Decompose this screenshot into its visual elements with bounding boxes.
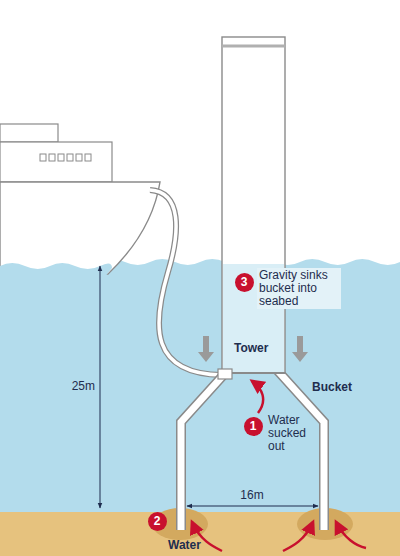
ship	[0, 124, 160, 278]
dimension: 16m	[240, 489, 263, 502]
callout-number: 3	[235, 273, 254, 292]
part-name: Water	[168, 539, 201, 552]
tower	[222, 37, 285, 373]
callout-number: 3	[241, 276, 248, 288]
part-name: Tower	[234, 342, 268, 355]
part-name: Bucket	[312, 381, 352, 394]
dimension: 25m	[72, 380, 95, 393]
bucket-wall	[181, 370, 324, 530]
hose	[150, 190, 222, 375]
flow-arrow	[252, 381, 263, 413]
callout-number: 2	[154, 515, 161, 527]
flow-arrow	[336, 522, 366, 548]
tower-band	[222, 45, 285, 48]
callout-text: Water sucked out	[268, 414, 312, 453]
down-arrow	[198, 336, 214, 362]
bucket-wall	[181, 370, 324, 530]
flow-arrow	[283, 522, 313, 551]
callout-number: 2	[148, 512, 167, 531]
dimension-line	[100, 266, 101, 508]
dimension-line	[187, 506, 318, 507]
valve	[218, 369, 232, 379]
callout-number: 1	[244, 417, 263, 436]
down-arrow	[292, 336, 308, 362]
sea	[0, 259, 400, 514]
hose	[150, 190, 222, 375]
callout-text: Gravity sinks bucket into seabed	[257, 268, 341, 309]
callout-number: 1	[250, 420, 257, 432]
